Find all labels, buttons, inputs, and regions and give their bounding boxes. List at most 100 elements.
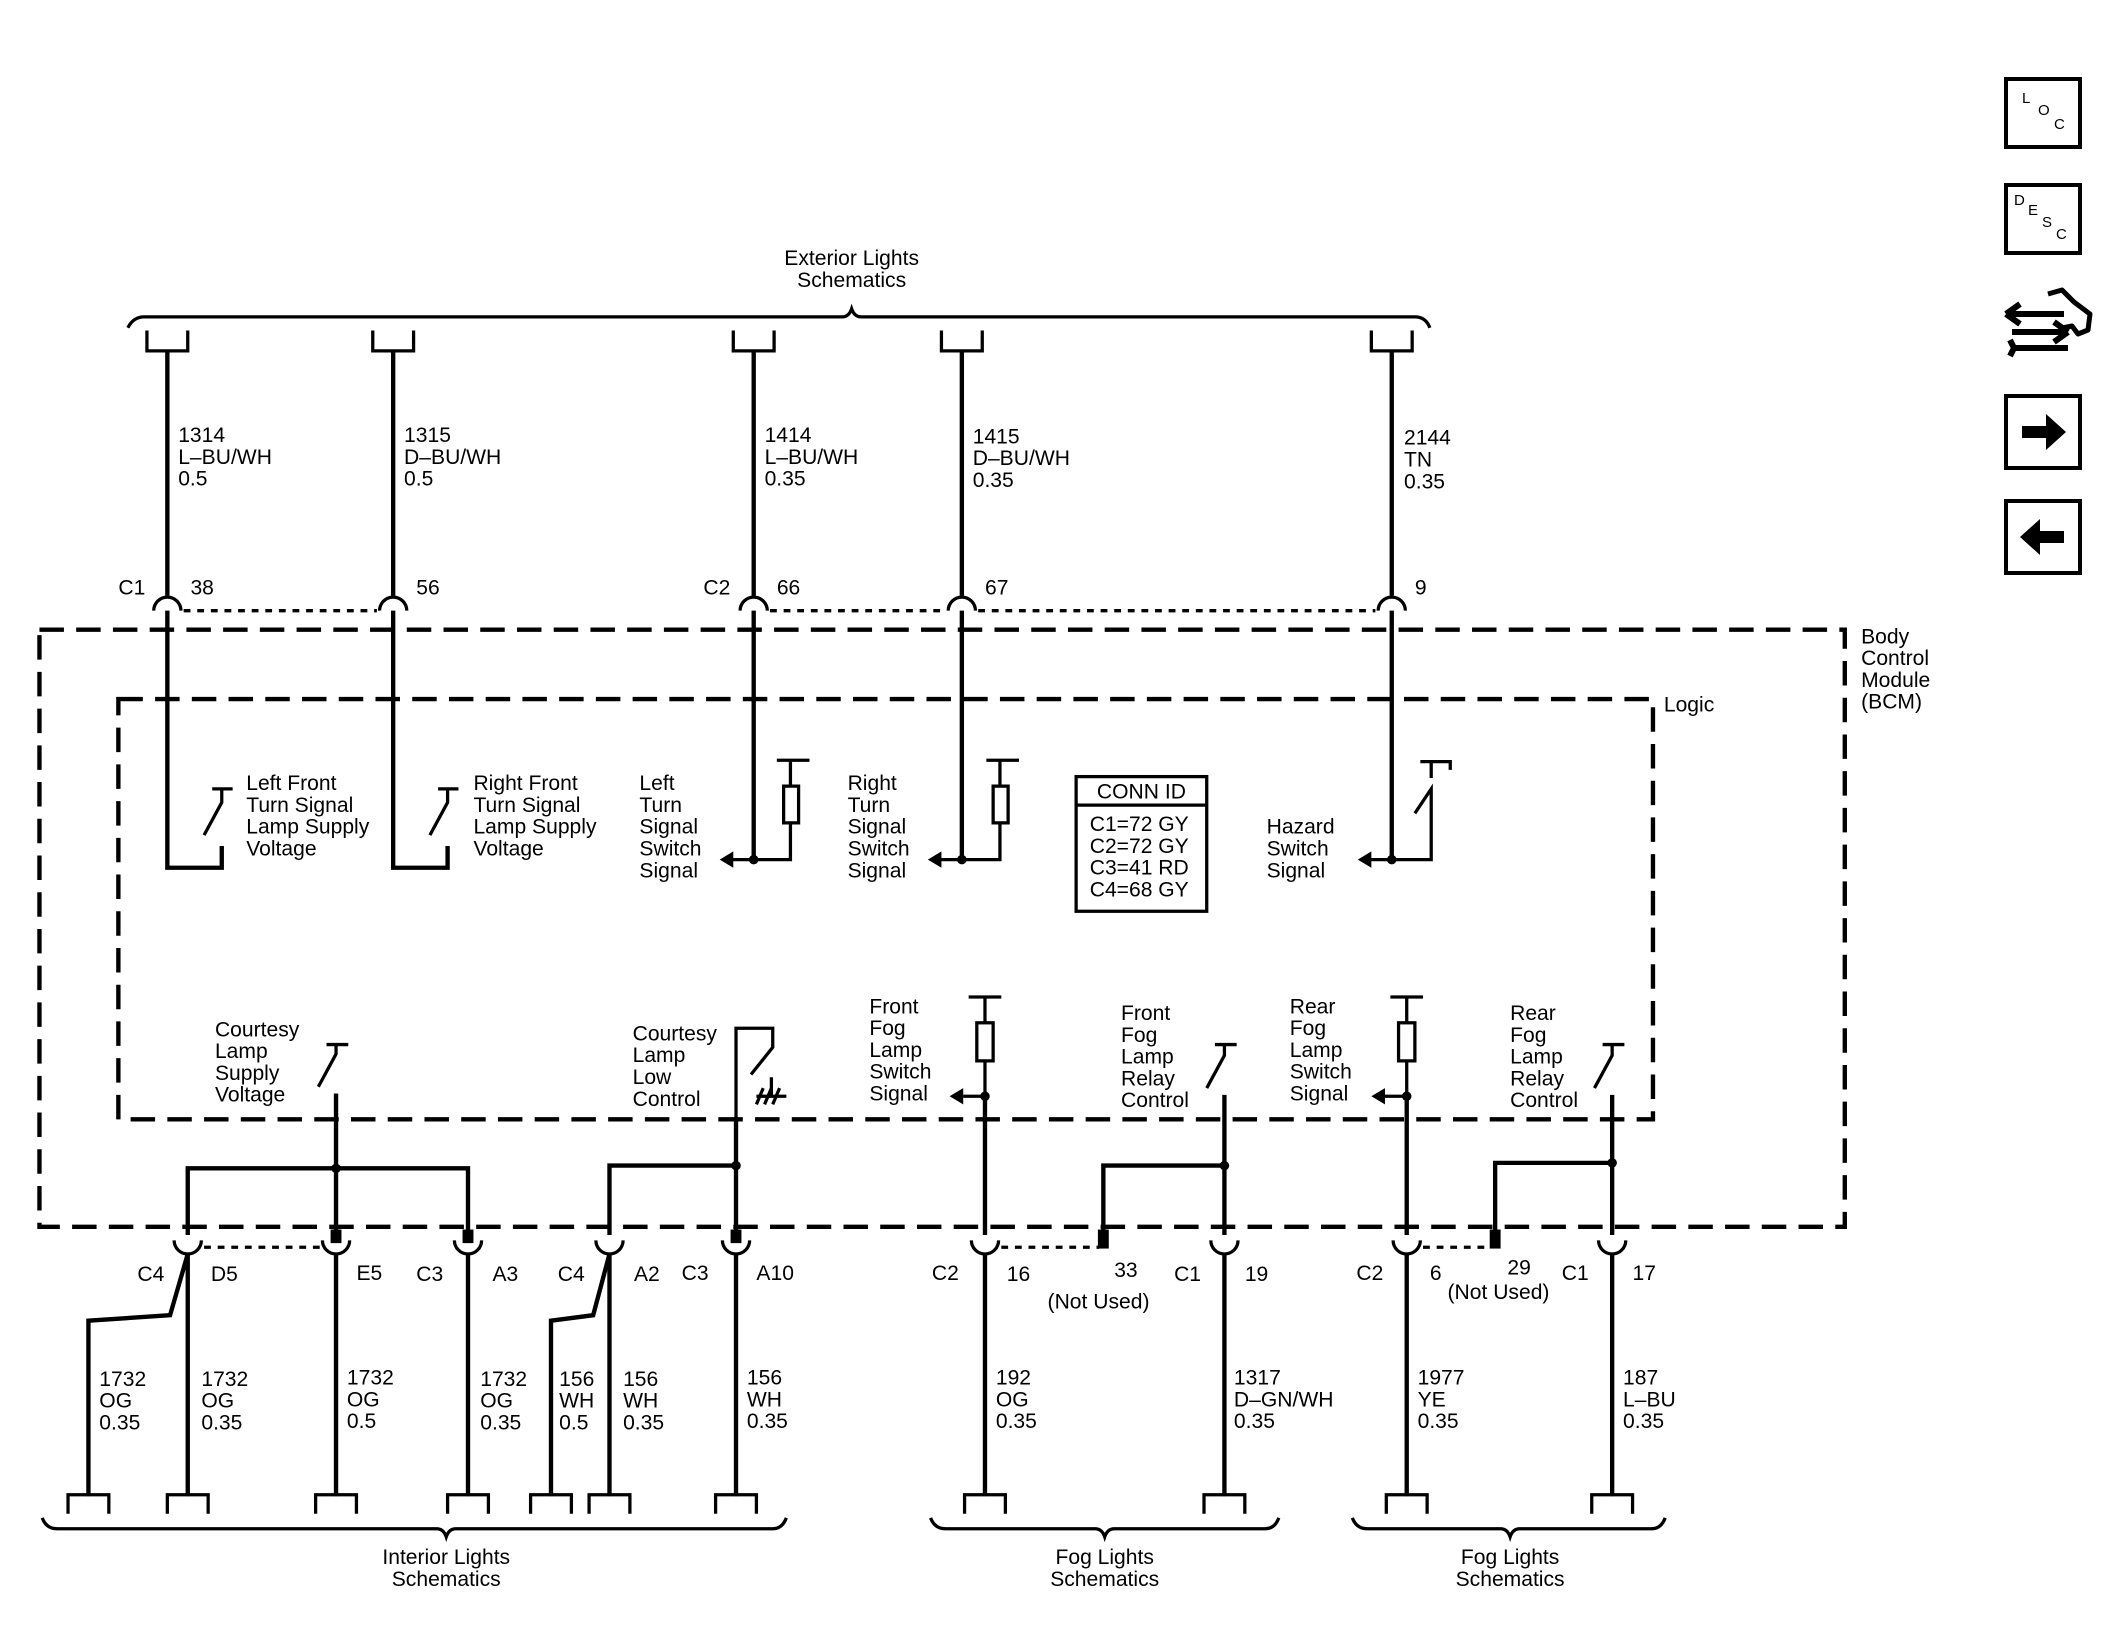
- arrow-left-icon: [2020, 519, 2064, 555]
- lf-turn-label-3: Lamp Supply: [246, 816, 370, 839]
- exterior-lights-group[interactable]: Exterior Lights Schematics: [126, 247, 1432, 329]
- courtesy-supply-switch-icon: [316, 1042, 349, 1088]
- rear-fog-lights-group[interactable]: Fog Lights Schematics: [1350, 1517, 1667, 1591]
- connector-c3-label: C3: [416, 1263, 443, 1286]
- next-button[interactable]: [2004, 394, 2082, 470]
- wire-label-color: WH: [747, 1388, 782, 1411]
- courtesy-low-circuit: Courtesy Lamp Low Control: [607, 1022, 787, 1235]
- wire-label-circuit: 156: [559, 1368, 594, 1391]
- terminal-1415: [939, 330, 984, 353]
- rf-turn-label-2: Turn Signal: [473, 794, 580, 817]
- desc-button[interactable]: D E S C: [2004, 183, 2082, 255]
- exterior-lights-label-2: Schematics: [797, 269, 906, 292]
- conn-id-title: CONN ID: [1097, 780, 1186, 803]
- wire-label-circuit: 1415: [973, 425, 1020, 448]
- terminal-2144: [1369, 330, 1414, 353]
- wire-label-circuit: 187: [1623, 1367, 1658, 1390]
- wire-label-color: D–BU/WH: [973, 447, 1070, 470]
- rf-turn-label-4: Voltage: [473, 838, 543, 861]
- connector-c2-label: C2: [1356, 1262, 1383, 1285]
- not-used-label: (Not Used): [1048, 1290, 1150, 1313]
- connector-view-button[interactable]: [2004, 282, 2094, 368]
- pin-66-label: 66: [777, 576, 800, 599]
- front-fog-lights-group[interactable]: Fog Lights Schematics: [929, 1517, 1281, 1591]
- double-arrow-left: [2004, 301, 2064, 327]
- terminal-156-b: [587, 1493, 632, 1514]
- left-turn-label-4: Switch: [639, 838, 701, 861]
- wire-label-color: L–BU/WH: [765, 446, 859, 469]
- terminal-187: [1590, 1493, 1635, 1514]
- arrow-right-icon: [2022, 414, 2066, 450]
- arrow-right-shape: [2022, 414, 2066, 450]
- front-fog-switch-circuit: Front Fog Lamp Switch Signal: [869, 995, 1002, 1235]
- wire-label-color: WH: [559, 1390, 594, 1413]
- terminal-1317: [1202, 1493, 1247, 1514]
- wire-label-color: OG: [480, 1390, 513, 1413]
- wire-label-gauge: 0.35: [1404, 470, 1445, 493]
- rear-fog-sw-label-4: Switch: [1290, 1061, 1352, 1084]
- wire-label-color: OG: [996, 1388, 1029, 1411]
- courtesy-supply-circuit: Courtesy Lamp Supply Voltage: [185, 1018, 471, 1235]
- terminal-1732-b: [165, 1493, 210, 1514]
- wire-label-gauge: 0.5: [178, 468, 207, 491]
- pin-a3-stub: [462, 1229, 474, 1244]
- terminal-156-c: [713, 1493, 759, 1514]
- front-fog-sw-label-5: Signal: [869, 1082, 928, 1105]
- conn-id-table: CONN ID C1=72 GY C2=72 GY C3=41 RD C4=68…: [1074, 774, 1209, 913]
- rear-fog-relay-junction: [1607, 1158, 1617, 1168]
- right-turn-label-4: Switch: [848, 838, 910, 861]
- bcm-label-4: (BCM): [1861, 691, 1922, 714]
- bottom-connector-pins: C4 D5 E5 C3 A3 C4 A2 C3 A10 C2 16 33 (No…: [137, 1229, 1656, 1313]
- rear-fog-resistor-icon: [1396, 1021, 1417, 1063]
- back-button[interactable]: [2004, 499, 2082, 575]
- wire-label-gauge: 0.35: [747, 1410, 788, 1433]
- loc-button[interactable]: L O C: [2004, 77, 2082, 149]
- top-terminals: [145, 330, 1414, 353]
- loc-letter: O: [2038, 102, 2050, 119]
- terminal-192: [962, 1493, 1008, 1514]
- desc-letter: C: [2056, 226, 2067, 243]
- wire-label-color: WH: [623, 1390, 658, 1413]
- pin-38-label: 38: [190, 576, 213, 599]
- rear-fog-switch-circuit: Rear Fog Lamp Switch Signal: [1290, 995, 1424, 1235]
- rf-turn-supply-circuit: Right Front Turn Signal Lamp Supply Volt…: [390, 610, 597, 870]
- bcm-label-2: Control: [1861, 647, 1929, 670]
- courtesy-supply-bus: [185, 1166, 471, 1235]
- arrow-left-shape: [2020, 519, 2064, 555]
- loc-letter: C: [2054, 116, 2065, 133]
- wire-1732-a[interactable]: [86, 1253, 190, 1497]
- logic-outline: [116, 696, 1656, 1122]
- front-fog-relay-circuit: Front Fog Lamp Relay Control: [1101, 1002, 1237, 1246]
- pin-e5-label: E5: [356, 1262, 382, 1285]
- bottom-wires: [86, 1253, 1615, 1497]
- pin-6: [1391, 1240, 1422, 1256]
- interior-lights-label-2: Schematics: [392, 1568, 501, 1591]
- hazard-junction: [1386, 854, 1397, 865]
- logic-label: Logic: [1664, 693, 1714, 716]
- pin-a10-stub: [730, 1229, 742, 1244]
- bcm-module-outline[interactable]: [37, 627, 1847, 1229]
- wire-label-gauge: 0.35: [973, 469, 1014, 492]
- desc-letter: S: [2042, 214, 2052, 231]
- interior-lights-group[interactable]: Interior Lights Schematics: [40, 1517, 788, 1591]
- rf-turn-label-3: Lamp Supply: [473, 816, 597, 839]
- wire-label-gauge: 0.5: [404, 468, 433, 491]
- courtesy-low-switch-icon: [734, 1026, 775, 1119]
- wire-label-gauge: 0.35: [99, 1411, 140, 1434]
- top-wire-labels: 1314 L–BU/WH 0.5 1315 D–BU/WH 0.5 1414 L…: [178, 424, 1451, 493]
- pin-29-label: 29: [1507, 1256, 1530, 1279]
- wire-label-circuit: 1414: [765, 424, 812, 447]
- loc-icon: L O C: [2022, 90, 2065, 133]
- exterior-lights-brace: [126, 303, 1432, 329]
- wire-label-color: YE: [1418, 1388, 1446, 1411]
- front-fog-relay-label-3: Lamp: [1121, 1046, 1174, 1069]
- wire-156-a[interactable]: [548, 1253, 612, 1497]
- wire-label-circuit: 1314: [178, 424, 225, 447]
- courtesy-low-bus: [607, 1163, 737, 1235]
- front-fog-lights-label-2: Schematics: [1050, 1568, 1159, 1591]
- conn-id-row: C3=41 RD: [1090, 857, 1189, 880]
- right-turn-label-5: Signal: [848, 859, 907, 882]
- connector-c2-label: C2: [703, 576, 730, 599]
- wire-label-circuit: 1977: [1418, 1367, 1465, 1390]
- wire-label-color: OG: [201, 1390, 234, 1413]
